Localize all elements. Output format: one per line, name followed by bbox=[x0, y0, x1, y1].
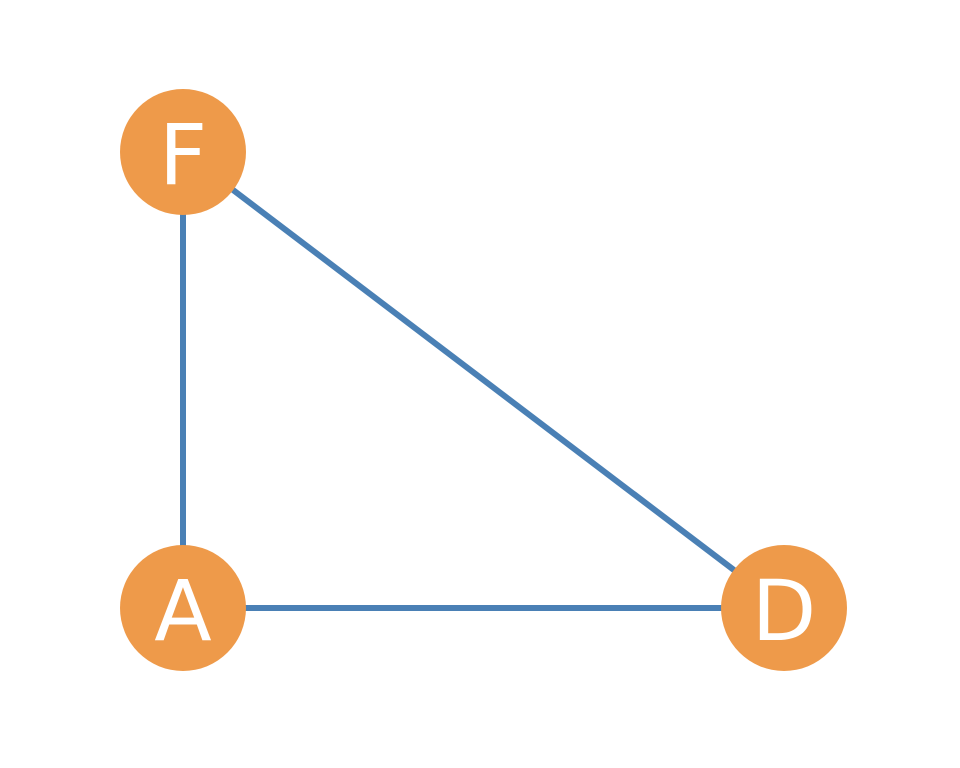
node-a: A bbox=[120, 545, 246, 671]
node-d: D bbox=[721, 545, 847, 671]
edge-f-d bbox=[181, 149, 786, 611]
edges-layer bbox=[180, 149, 786, 611]
nodes-layer: F A D bbox=[120, 89, 847, 671]
node-f-label: F bbox=[159, 106, 207, 204]
node-a-circle bbox=[120, 545, 246, 671]
node-f: F bbox=[120, 89, 246, 215]
node-a-label: A bbox=[154, 562, 211, 660]
node-d-label: D bbox=[752, 562, 817, 660]
node-f-circle bbox=[120, 89, 246, 215]
node-d-circle bbox=[721, 545, 847, 671]
